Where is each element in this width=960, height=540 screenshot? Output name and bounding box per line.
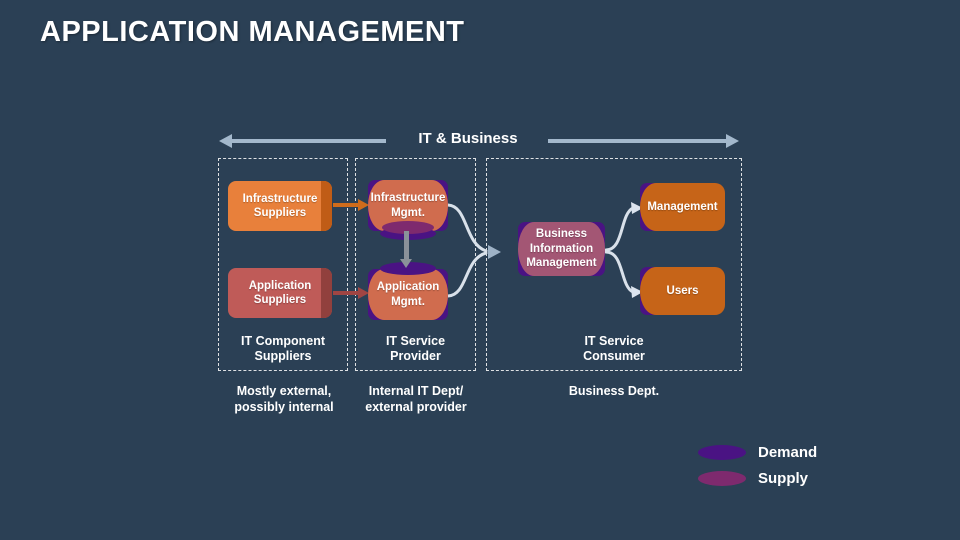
node-application-mgmt-label: Application Mgmt. <box>376 281 440 308</box>
legend-label-supply: Supply <box>758 470 809 487</box>
node-infrastructure-mgmt-label: Infrastructure Mgmt. <box>370 192 446 219</box>
supply-swatch-icon <box>698 471 746 486</box>
demand-ellipse-icon <box>380 262 436 275</box>
node-management: Management <box>640 183 725 231</box>
node-infrastructure-suppliers-label: Infrastructure Suppliers <box>242 192 318 219</box>
node-application-suppliers: Application Suppliers <box>228 268 332 318</box>
page-title: APPLICATION MANAGEMENT <box>40 16 465 48</box>
node-face <box>640 183 725 231</box>
node-users-label: Users <box>666 284 699 297</box>
node-business-information-management: Business Information Management <box>518 222 605 276</box>
node-face <box>640 267 725 315</box>
note-consumer: Business Dept. <box>568 384 660 398</box>
node-application-suppliers-label: Application Suppliers <box>248 279 312 306</box>
axis-arrow-right-icon <box>548 134 739 148</box>
group-label-suppliers: IT Component Suppliers <box>240 333 325 364</box>
node-face <box>368 269 448 320</box>
arrow-infra-suppliers-to-mgmt-icon <box>333 199 369 211</box>
group-it-component-suppliers: IT Component Suppliers <box>218 158 348 371</box>
axis-label: IT & Business <box>418 130 518 147</box>
node-infrastructure-suppliers: Infrastructure Suppliers <box>228 181 332 231</box>
node-infrastructure-mgmt: Infrastructure Mgmt. <box>368 180 448 231</box>
node-bim-label: Business Information Management <box>526 228 597 270</box>
supply-ellipse-icon <box>382 221 434 234</box>
arrow-app-suppliers-to-mgmt-icon <box>333 287 369 299</box>
note-suppliers: Mostly external, possibly internal <box>234 384 334 415</box>
node-users: Users <box>640 267 725 315</box>
legend-label-demand: Demand <box>758 444 818 461</box>
node-application-mgmt: Application Mgmt. <box>368 269 448 320</box>
arrow-infra-to-app-mgmt-icon <box>400 231 412 268</box>
node-face <box>518 222 605 276</box>
group-label-provider: IT Service Provider <box>385 333 446 364</box>
node-management-label: Management <box>647 200 718 213</box>
demand-swatch-icon <box>698 445 746 460</box>
axis-arrow-left-icon <box>219 134 386 148</box>
note-provider: Internal IT Dept/ external provider <box>365 384 467 415</box>
group-label-consumer: IT Service Consumer <box>583 333 645 364</box>
